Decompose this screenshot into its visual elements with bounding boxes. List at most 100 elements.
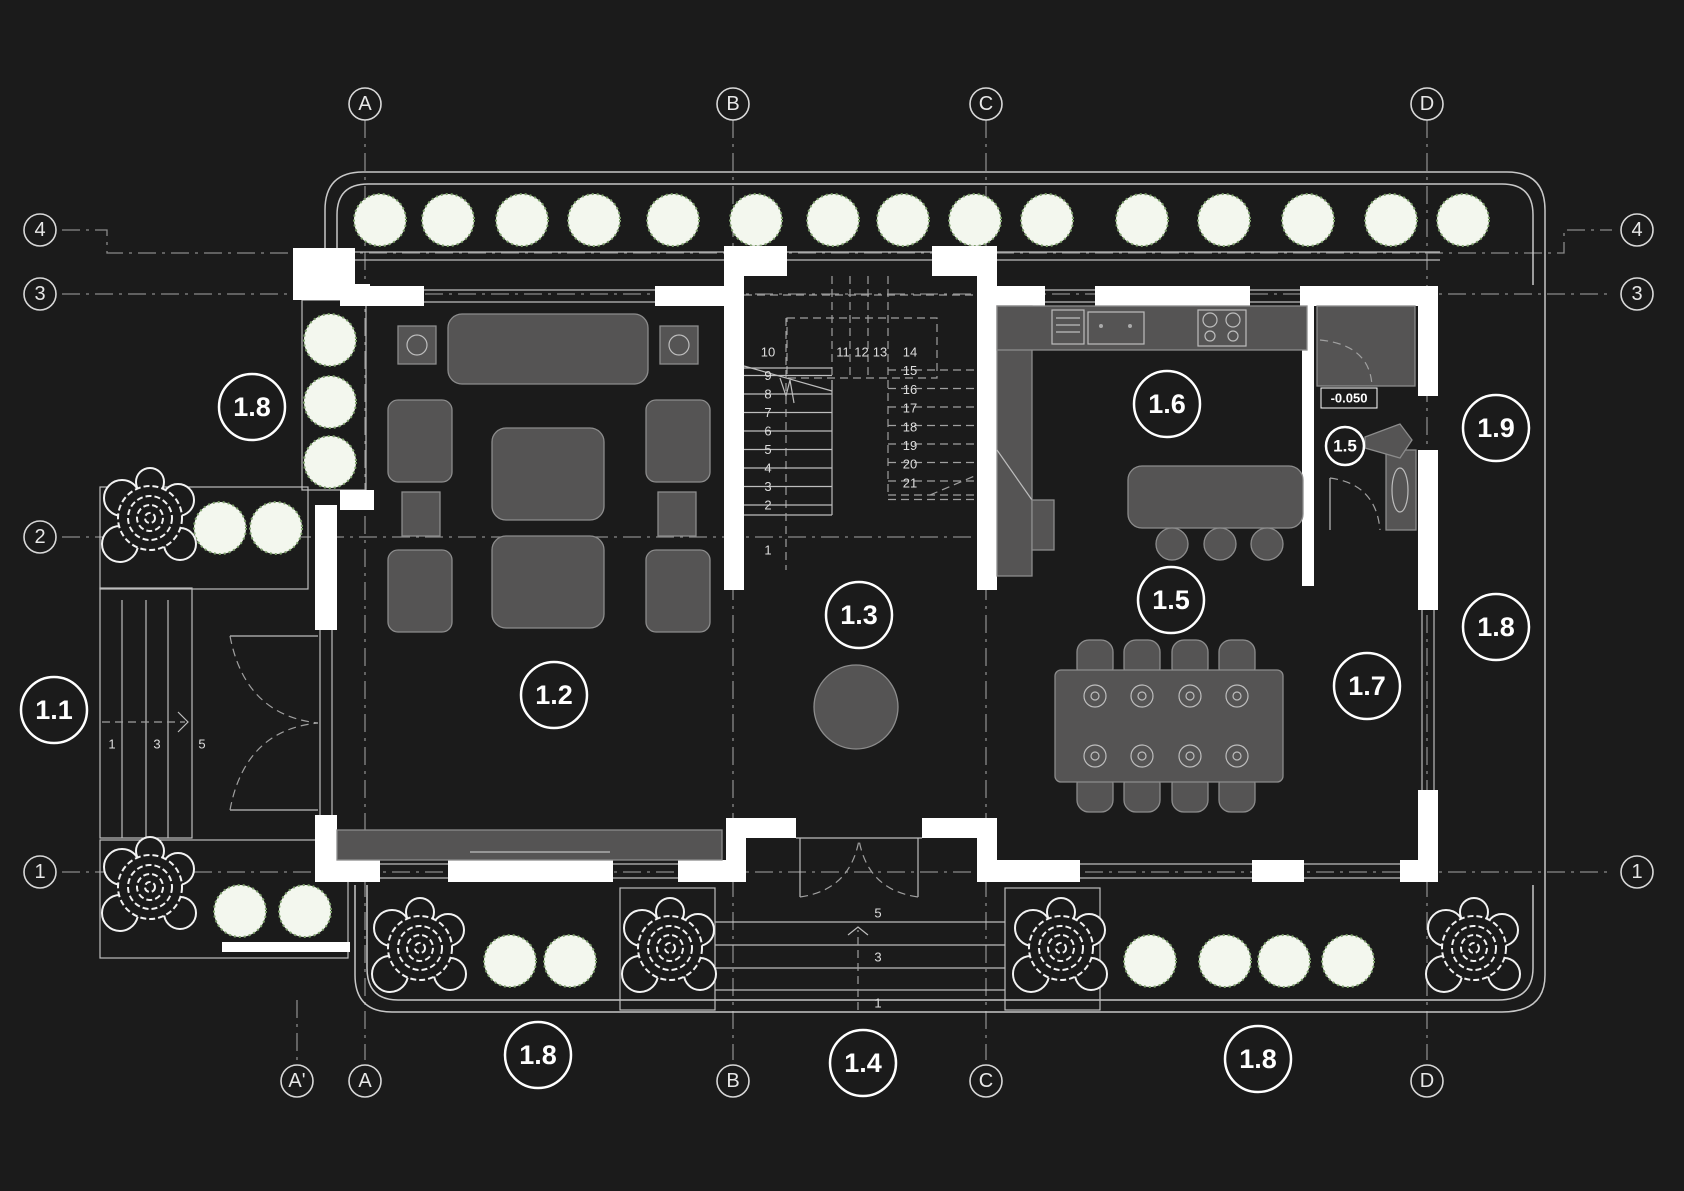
- side-table: [657, 491, 697, 537]
- bar-stool: [1250, 527, 1284, 561]
- svg-text:1.3: 1.3: [840, 600, 878, 630]
- plate: [1130, 684, 1154, 708]
- tree-icon: [1321, 934, 1375, 988]
- svg-text:B: B: [726, 1070, 739, 1092]
- trees: [193, 193, 1490, 988]
- shrub-icon: [1012, 897, 1108, 993]
- grid-axis-left-1: 1: [23, 855, 57, 889]
- living-room-furniture: [336, 313, 723, 861]
- svg-text:C: C: [979, 1070, 993, 1092]
- room-tag-1.8-south-west: 1.8: [503, 1020, 573, 1090]
- dining-set: [1054, 639, 1284, 813]
- stair-step-number: 20: [903, 457, 917, 472]
- stair-step-number: 8: [764, 387, 771, 402]
- svg-text:3: 3: [34, 283, 45, 305]
- svg-text:1.7: 1.7: [1348, 671, 1386, 701]
- stair-step-number: 16: [903, 382, 917, 397]
- room-tags: 1.1 1.2 1.3 1.4 1.5 1.5 1.6 1.7 1.8 1.8 …: [19, 369, 1531, 1098]
- armchair: [645, 549, 711, 633]
- svg-text:C: C: [979, 93, 993, 115]
- room-tag-1.5-bar: 1.5: [1136, 565, 1206, 635]
- walls: [293, 246, 1438, 882]
- west-door[interactable]: [229, 635, 319, 811]
- tree-icon: [495, 193, 549, 247]
- tree-icon: [1436, 193, 1490, 247]
- armchair: [387, 549, 453, 633]
- washbasin: [1385, 449, 1417, 531]
- svg-text:1: 1: [34, 861, 45, 883]
- shrub-icon: [101, 836, 197, 932]
- plate: [1130, 744, 1154, 768]
- grid-axis-left-3: 3: [23, 277, 57, 311]
- stair-step-number: 1: [764, 543, 771, 558]
- tree-icon: [1115, 193, 1169, 247]
- tree-icon: [303, 435, 357, 489]
- shrub-icon: [101, 467, 197, 563]
- stair-step-number: 9: [764, 368, 771, 383]
- tree-icon: [1364, 193, 1418, 247]
- svg-text:A: A: [358, 1070, 372, 1092]
- room-tag-1.3: 1.3: [824, 580, 894, 650]
- stair-step-number: 15: [903, 363, 917, 378]
- grid-axis-bottom-a-prime: A': [280, 1064, 314, 1098]
- south-door[interactable]: [796, 837, 922, 898]
- room-tag-1.5-wc: 1.5: [1324, 425, 1366, 467]
- plate: [1083, 744, 1107, 768]
- tree-icon: [303, 313, 357, 367]
- grid-axis-right-3: 3: [1620, 277, 1654, 311]
- svg-text:1.5: 1.5: [1333, 437, 1357, 456]
- svg-text:A: A: [358, 93, 372, 115]
- bar-counter: [1127, 465, 1304, 529]
- tree-icon: [303, 375, 357, 429]
- room-tag-1.2: 1.2: [519, 660, 589, 730]
- room-tag-1.4: 1.4: [828, 1028, 898, 1098]
- grid-axis-right-4: 4: [1620, 213, 1654, 247]
- armchair: [387, 399, 453, 483]
- stair-step-number: 21: [903, 475, 917, 490]
- svg-text:4: 4: [34, 219, 45, 241]
- tv-cabinet: [336, 829, 723, 861]
- grid-axis-left-2: 2: [23, 520, 57, 554]
- stair-step-number: 17: [903, 401, 917, 416]
- svg-text:1.1: 1.1: [35, 695, 73, 725]
- tree-icon: [1197, 193, 1251, 247]
- south-step-numbers: 5 3 1: [874, 906, 881, 1011]
- tree-icon: [249, 501, 303, 555]
- stair-step-number: 2: [764, 498, 771, 513]
- bar-stool: [1203, 527, 1237, 561]
- level-mark: -0.050: [1331, 391, 1368, 406]
- svg-text:1.2: 1.2: [535, 680, 573, 710]
- tree-icon: [876, 193, 930, 247]
- room-tag-1.8-east: 1.8: [1461, 592, 1531, 662]
- svg-text:D: D: [1420, 1070, 1434, 1092]
- armchair: [645, 399, 711, 483]
- svg-text:1.8: 1.8: [1477, 612, 1515, 642]
- svg-text:4: 4: [1631, 219, 1642, 241]
- tree-icon: [353, 193, 407, 247]
- grid-axis-bottom-b: B: [716, 1064, 750, 1098]
- entrance-steps-south: [619, 887, 1101, 1011]
- fridge: [1031, 499, 1055, 551]
- plate: [1225, 744, 1249, 768]
- bar-stool: [1155, 527, 1189, 561]
- room-tag-1.8-west: 1.8: [217, 372, 287, 442]
- svg-text:1.9: 1.9: [1477, 413, 1515, 443]
- grid-axis-top-d: D: [1410, 87, 1444, 121]
- room-tag-1.7: 1.7: [1332, 651, 1402, 721]
- stair-step-number: 10: [761, 345, 775, 360]
- tree-icon: [567, 193, 621, 247]
- shrub-icon: [1425, 897, 1521, 993]
- plate: [1178, 744, 1202, 768]
- sofa: [447, 313, 649, 385]
- tree-icon: [1198, 934, 1252, 988]
- svg-text:1.6: 1.6: [1148, 389, 1186, 419]
- svg-text:1: 1: [1631, 861, 1642, 883]
- room-tag-1.6: 1.6: [1132, 369, 1202, 439]
- grid-axis-top-c: C: [969, 87, 1003, 121]
- stair-step-number: 5: [764, 442, 771, 457]
- plate: [1083, 684, 1107, 708]
- svg-text:A': A': [288, 1070, 305, 1092]
- stair-step-number: 4: [764, 461, 771, 476]
- svg-text:B: B: [726, 93, 739, 115]
